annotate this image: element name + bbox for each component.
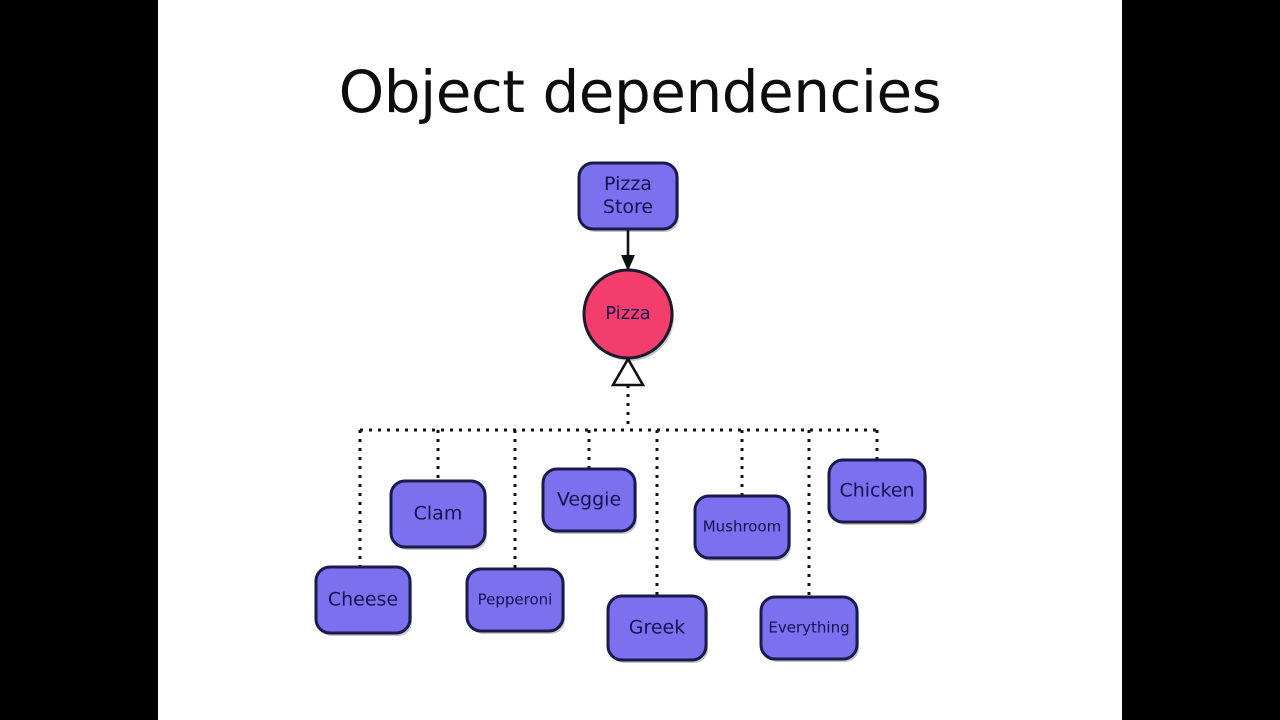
node-shape-circle [582,268,674,360]
node-label: Everything [768,619,849,637]
node-pizza[interactable]: Pizza [582,268,674,361]
node-veggie[interactable]: Veggie [541,467,637,534]
node-pepperoni[interactable]: Pepperoni [465,567,565,634]
arrowhead-filled-icon [621,255,635,271]
node-shape-rect [389,479,487,549]
node-shape-rect [314,565,412,635]
object-dependencies-diagram: Object dependencies PizzaStorePizzaChees… [314,58,942,663]
node-label-line: Pizza [604,173,652,195]
node-clam[interactable]: Clam [389,479,487,550]
node-label: Cheese [328,589,398,611]
node-label: Mushroom [703,518,782,536]
node-shape-rect [693,494,791,560]
node-cheese[interactable]: Cheese [314,565,412,636]
node-label: Clam [414,503,463,525]
node-label: Chicken [839,480,914,502]
node-shape-rect [606,594,708,662]
generalization-triangle-icon [610,356,646,387]
node-label: Veggie [557,489,621,511]
letterbox-bar-right [1122,0,1280,720]
node-shape-rect [827,458,927,524]
letterbox-bar-left [0,0,158,720]
node-label: Pepperoni [478,591,553,609]
node-shape-rect [465,567,565,633]
node-shape-rect [577,161,679,231]
node-shape-rect [541,467,637,533]
node-chicken[interactable]: Chicken [827,458,927,525]
page-title: Object dependencies [339,58,942,126]
node-mushroom[interactable]: Mushroom [693,494,791,561]
edges-layer [358,229,879,597]
node-label: Greek [629,617,686,639]
nodes-layer: PizzaStorePizzaCheeseClamPepperoniVeggie… [314,161,927,663]
node-label: Pizza [605,303,650,324]
node-greek[interactable]: Greek [606,594,708,663]
node-label-line: Store [603,196,653,218]
node-everything[interactable]: Everything [759,595,859,662]
node-shape-rect [759,595,859,661]
